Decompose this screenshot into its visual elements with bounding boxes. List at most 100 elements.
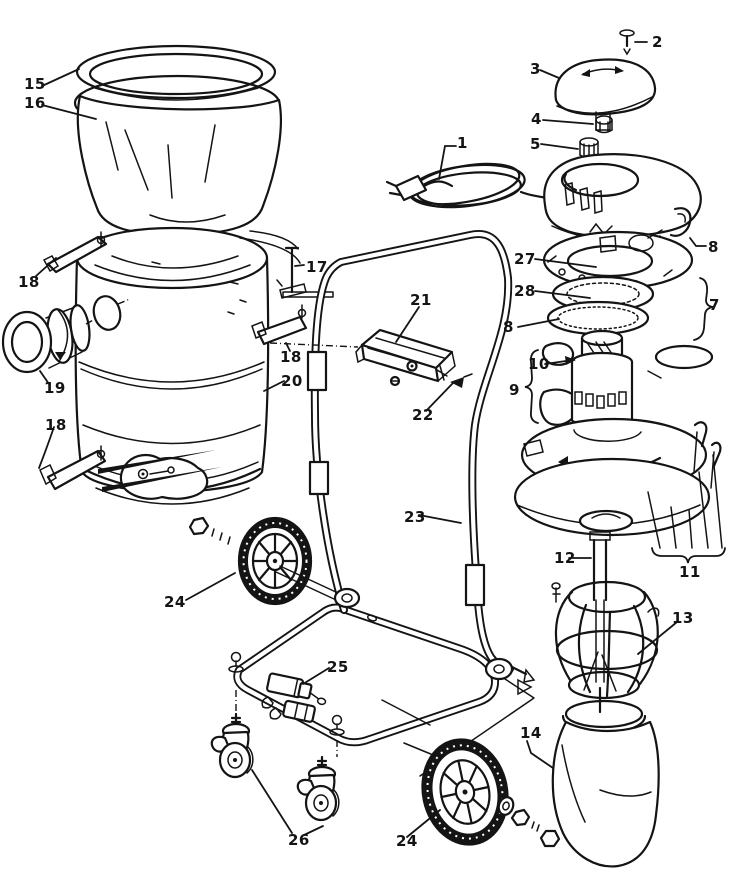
leader-24-front	[406, 809, 441, 838]
part-handle-screws	[389, 360, 473, 388]
part-armature	[570, 329, 634, 434]
callout-7: 7	[709, 296, 720, 314]
part-housing-clips	[647, 421, 723, 549]
leader-22	[425, 382, 454, 412]
callout-18-right: 18	[280, 348, 302, 366]
leader-13	[637, 621, 678, 655]
leader-20	[263, 380, 285, 392]
part-gasket	[546, 300, 650, 336]
callout-4: 4	[531, 110, 542, 128]
callout-5: 5	[530, 135, 541, 153]
leader-23	[418, 514, 462, 524]
callout-10: 10	[528, 355, 550, 373]
leader-24-left	[185, 572, 236, 601]
part-o-ring	[647, 344, 714, 379]
leader-18-bottom-left	[38, 426, 55, 469]
leader-27	[534, 258, 597, 268]
callout-21: 21	[410, 291, 432, 309]
leader-4	[542, 119, 594, 125]
callout-14: 14	[520, 724, 542, 742]
callout-15: 15	[24, 75, 46, 93]
part-wheel-front	[421, 738, 509, 846]
part-axle-bolt-front	[497, 796, 561, 848]
part-filter-bag	[551, 699, 660, 868]
part-caster-left	[210, 712, 254, 779]
callout-20: 20	[281, 372, 303, 390]
part-caster-studs	[228, 651, 345, 757]
callout-16: 16	[24, 94, 46, 112]
part-retaining-nut	[595, 115, 613, 134]
part-motor-cover	[554, 58, 657, 131]
leader-26	[251, 769, 324, 836]
leader-lines	[35, 41, 726, 838]
callout-18-bottom-left: 18	[45, 416, 67, 434]
part-motor-shaft	[589, 531, 611, 602]
leader-18-top-left	[35, 257, 57, 277]
part-handle-bracket	[355, 328, 456, 383]
callout-8-gasket: 8	[503, 318, 514, 336]
leader-25	[302, 667, 330, 685]
leader-14	[526, 740, 554, 769]
leader-16	[41, 104, 97, 120]
leader-19	[39, 370, 50, 385]
callout-28: 28	[514, 282, 536, 300]
part-latch-pin	[276, 246, 334, 299]
callout-25: 25	[327, 658, 349, 676]
callout-18-top-left: 18	[18, 273, 40, 291]
part-mounting-plate	[542, 229, 694, 290]
callout-12: 12	[554, 549, 576, 567]
leader-8-gasket	[517, 318, 560, 328]
part-fan-housing	[513, 417, 711, 537]
callout-labels: 15 16 2 3 4 5 1 8 27 28 8 7 10 9 12 11 1…	[18, 33, 720, 850]
leader-21	[395, 306, 420, 343]
brace-11	[651, 547, 726, 564]
callout-13: 13	[672, 609, 694, 627]
callout-8-hook: 8	[708, 238, 719, 256]
part-cart-frame	[306, 230, 514, 673]
callout-3: 3	[530, 60, 541, 78]
part-filter-retainer-ring	[75, 44, 277, 101]
callout-11: 11	[679, 563, 701, 581]
leader-10-arrow	[565, 356, 576, 365]
part-motor-housing-top	[543, 153, 702, 241]
part-latch-right	[251, 304, 308, 346]
callout-26: 26	[288, 831, 310, 849]
part-caster-right	[296, 755, 340, 822]
leader-10	[544, 360, 567, 365]
part-cord-hook	[669, 207, 692, 237]
part-axle-stub-right	[484, 657, 536, 683]
leader-15	[41, 68, 80, 87]
leader-18-right	[285, 342, 291, 352]
part-latch-top-left	[42, 231, 108, 274]
leader-5	[540, 143, 579, 150]
callout-1: 1	[457, 134, 468, 152]
part-float-cage	[517, 580, 660, 714]
part-latch-bottom-left	[39, 445, 222, 492]
callout-23: 23	[404, 508, 426, 526]
leader-1	[438, 145, 457, 180]
projection-lines	[85, 298, 359, 348]
callout-19: 19	[44, 379, 66, 397]
callout-9: 9	[509, 381, 520, 399]
callout-27: 27	[514, 250, 536, 268]
part-wheel-left	[237, 516, 339, 606]
leader-3	[539, 69, 560, 79]
callout-24-front: 24	[396, 832, 418, 850]
brace-9	[524, 349, 539, 424]
callout-17: 17	[306, 258, 328, 276]
leader-28	[534, 290, 591, 299]
brace-7	[693, 277, 714, 341]
callout-22: 22	[412, 406, 434, 424]
callout-24-left: 24	[164, 593, 186, 611]
part-cloth-filter	[73, 74, 282, 237]
leader-17	[294, 264, 305, 267]
part-hubcap	[333, 587, 361, 609]
part-cord-clip	[261, 672, 327, 723]
part-power-cord	[385, 162, 548, 209]
part-cover-screw	[619, 29, 635, 56]
callout-2: 2	[652, 33, 663, 51]
leader-8-hook	[689, 237, 707, 247]
part-inlet-nozzle	[1, 304, 91, 374]
